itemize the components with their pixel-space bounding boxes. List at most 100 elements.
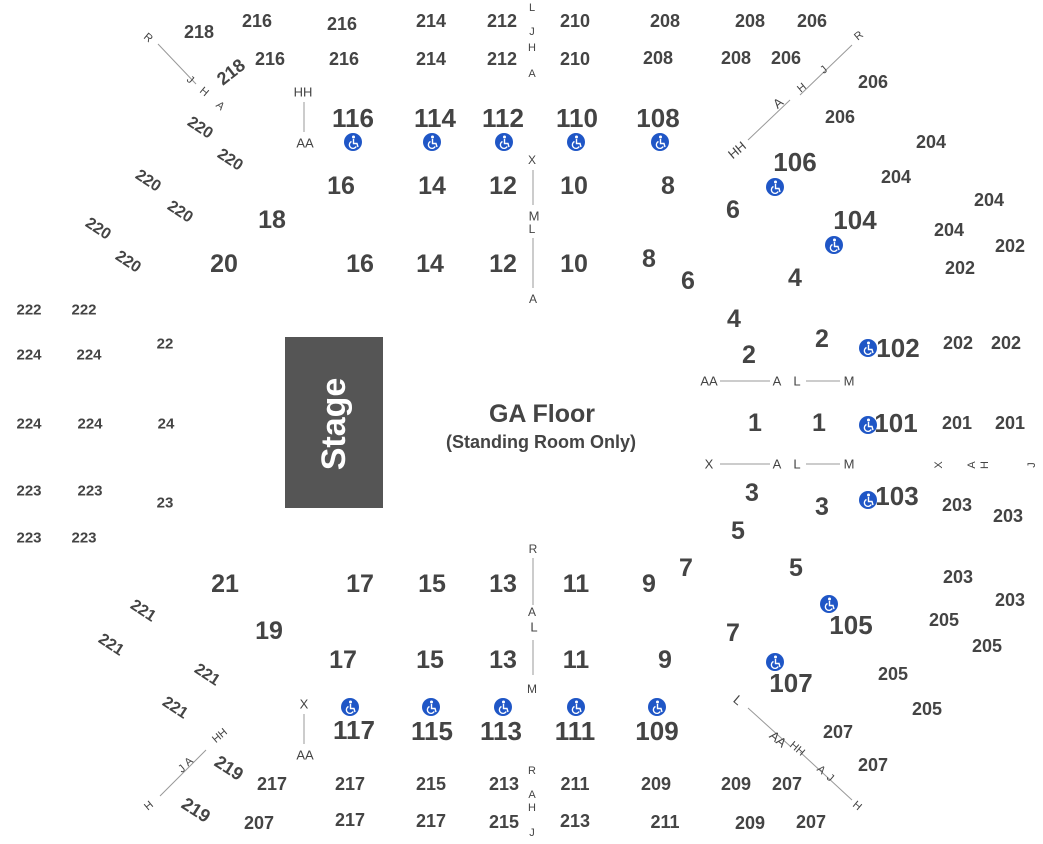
section-label-upper[interactable]: 209 — [735, 813, 765, 833]
section-label-upper[interactable]: 204 — [974, 190, 1004, 210]
section-label-upper[interactable]: 216 — [242, 11, 272, 31]
section-label-upper[interactable]: 221 — [95, 631, 127, 660]
section-label-floor[interactable]: 4 — [727, 305, 741, 333]
section-label-upper[interactable]: 220 — [214, 146, 246, 175]
section-label-upper[interactable]: 203 — [995, 590, 1025, 610]
section-label-upper[interactable]: 207 — [858, 755, 888, 775]
section-label-lower[interactable]: 111 — [555, 716, 596, 746]
section-label-upper[interactable]: 220 — [164, 198, 196, 227]
section-label-upper[interactable]: 211 — [560, 774, 589, 794]
section-label-floor[interactable]: 9 — [642, 570, 656, 598]
section-label-upper[interactable]: 217 — [416, 811, 446, 831]
section-label-upper[interactable]: 216 — [329, 49, 359, 69]
section-label-upper[interactable]: 210 — [560, 11, 590, 31]
section-label-upper[interactable]: 221 — [159, 694, 191, 723]
section-label-upper[interactable]: 206 — [825, 107, 855, 127]
section-label-upper[interactable]: 215 — [489, 812, 519, 832]
section-label-upper[interactable]: 202 — [991, 333, 1021, 353]
section-label-upper[interactable]: 206 — [858, 72, 888, 92]
section-label-upper[interactable]: 204 — [916, 132, 946, 152]
section-label-lower[interactable]: 117 — [333, 715, 375, 745]
section-label-upper[interactable]: 203 — [993, 506, 1023, 526]
section-label-lower[interactable]: 114 — [414, 103, 456, 133]
section-label-floor[interactable]: 5 — [789, 554, 803, 582]
section-label-floor[interactable]: 6 — [726, 196, 740, 224]
section-label-upper[interactable]: 217 — [257, 774, 287, 794]
section-label-floor[interactable]: 2 — [742, 341, 756, 369]
section-label-upper[interactable]: 219 — [178, 793, 214, 826]
section-label-upper[interactable]: 201 — [995, 413, 1025, 433]
section-label-floor[interactable]: 1 — [812, 409, 826, 437]
section-label-upper[interactable]: 221 — [191, 661, 223, 690]
section-label-floor[interactable]: 17 — [329, 646, 357, 674]
section-label-floor[interactable]: 20 — [210, 250, 238, 278]
section-label-upper[interactable]: 205 — [972, 636, 1002, 656]
section-label-upper[interactable]: 222 — [16, 302, 41, 319]
section-label-upper[interactable]: 223 — [16, 530, 41, 547]
section-label-floor[interactable]: 8 — [661, 172, 675, 200]
section-label-upper[interactable]: 208 — [721, 48, 751, 68]
section-label-upper[interactable]: 207 — [772, 774, 802, 794]
section-label-upper[interactable]: 220 — [184, 114, 216, 143]
section-label-floor[interactable]: 3 — [745, 479, 759, 507]
section-label-upper[interactable]: 204 — [934, 220, 964, 240]
section-label-upper[interactable]: 208 — [650, 11, 680, 31]
section-label-floor[interactable]: 12 — [489, 250, 517, 278]
section-label-floor[interactable]: 21 — [211, 570, 239, 598]
section-label-floor[interactable]: 15 — [416, 646, 444, 674]
section-label-upper[interactable]: 205 — [878, 664, 908, 684]
section-label-upper[interactable]: 222 — [71, 302, 96, 319]
section-label-lower[interactable]: 104 — [833, 205, 877, 235]
section-label-floor[interactable]: 14 — [418, 172, 446, 200]
section-label-upper[interactable]: 214 — [416, 11, 446, 31]
section-label-upper[interactable]: 220 — [82, 215, 114, 244]
section-label-floor[interactable]: 7 — [726, 619, 740, 647]
section-label-floor[interactable]: 22 — [157, 336, 174, 353]
section-label-upper[interactable]: 208 — [735, 11, 765, 31]
section-label-floor[interactable]: 13 — [489, 570, 517, 598]
section-label-upper[interactable]: 208 — [643, 48, 673, 68]
section-label-upper[interactable]: 216 — [327, 14, 357, 34]
section-label-floor[interactable]: 23 — [157, 495, 174, 512]
section-label-upper[interactable]: 220 — [112, 248, 144, 277]
section-label-upper[interactable]: 224 — [16, 416, 42, 433]
section-label-lower[interactable]: 103 — [875, 481, 918, 511]
section-label-floor[interactable]: 9 — [658, 646, 672, 674]
section-label-upper[interactable]: 217 — [335, 774, 365, 794]
section-label-floor[interactable]: 10 — [560, 172, 588, 200]
section-label-upper[interactable]: 219 — [211, 751, 247, 784]
section-label-upper[interactable]: 203 — [942, 495, 972, 515]
section-label-lower[interactable]: 112 — [482, 103, 524, 133]
section-label-upper[interactable]: 224 — [77, 416, 103, 433]
section-label-upper[interactable]: 213 — [489, 774, 519, 794]
section-label-floor[interactable]: 11 — [563, 570, 590, 598]
section-label-upper[interactable]: 205 — [929, 610, 959, 630]
section-label-upper[interactable]: 224 — [76, 347, 102, 364]
section-label-upper[interactable]: 206 — [771, 48, 801, 68]
section-label-upper[interactable]: 205 — [912, 699, 942, 719]
section-label-upper[interactable]: 218 — [213, 55, 249, 89]
section-label-floor[interactable]: 13 — [489, 646, 517, 674]
section-label-lower[interactable]: 110 — [556, 103, 598, 133]
section-label-floor[interactable]: 16 — [346, 250, 374, 278]
section-label-floor[interactable]: 10 — [560, 250, 588, 278]
section-label-upper[interactable]: 221 — [127, 597, 159, 626]
section-label-upper[interactable]: 212 — [487, 11, 517, 31]
section-label-upper[interactable]: 214 — [416, 49, 446, 69]
section-label-lower[interactable]: 115 — [411, 716, 453, 746]
section-label-floor[interactable]: 14 — [416, 250, 444, 278]
section-label-upper[interactable]: 207 — [823, 722, 853, 742]
section-label-upper[interactable]: 216 — [255, 49, 285, 69]
section-label-upper[interactable]: 223 — [16, 483, 41, 500]
section-label-lower[interactable]: 105 — [829, 610, 872, 640]
section-label-floor[interactable]: 18 — [258, 206, 286, 234]
section-label-upper[interactable]: 218 — [184, 22, 214, 42]
section-label-upper[interactable]: 209 — [721, 774, 751, 794]
section-label-lower[interactable]: 108 — [636, 103, 679, 133]
section-label-upper[interactable]: 206 — [797, 11, 827, 31]
section-label-upper[interactable]: 209 — [641, 774, 671, 794]
section-label-upper[interactable]: 223 — [71, 530, 96, 547]
section-label-upper[interactable]: 202 — [943, 333, 973, 353]
section-label-upper[interactable]: 203 — [943, 567, 973, 587]
section-label-floor[interactable]: 11 — [563, 646, 590, 674]
